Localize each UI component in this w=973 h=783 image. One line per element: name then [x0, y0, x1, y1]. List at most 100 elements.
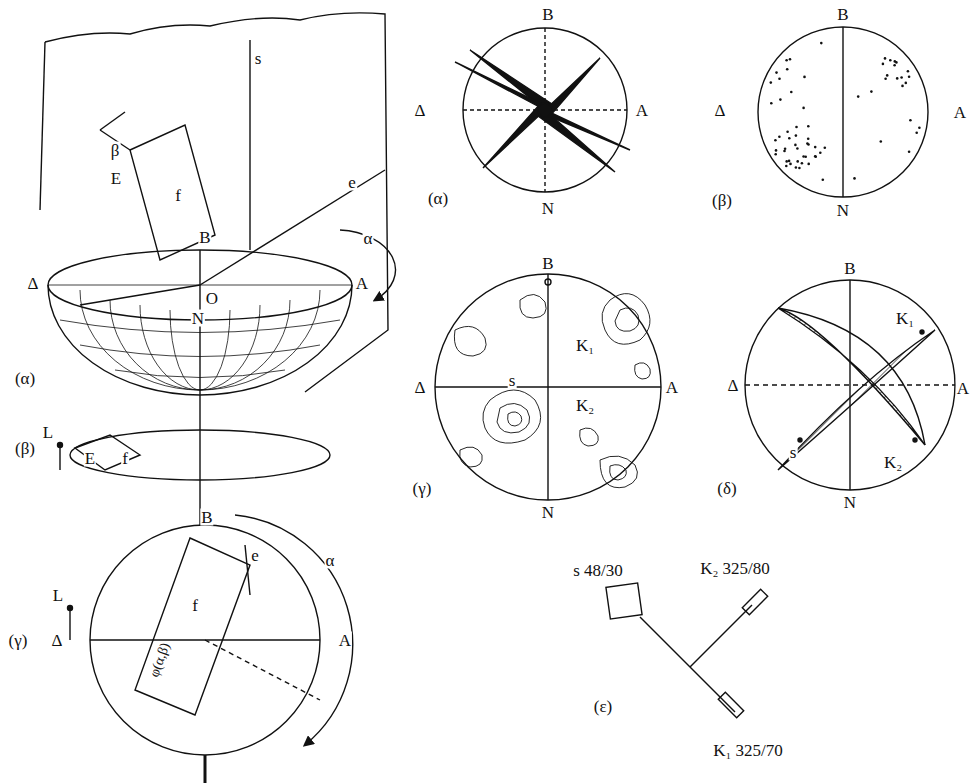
- pole-dot: [824, 146, 827, 149]
- figure-label: (γ): [8, 632, 29, 649]
- figure-label: L: [52, 587, 64, 604]
- figure-label: (ε): [593, 698, 613, 715]
- pole-dot: [886, 74, 889, 77]
- pole-dot: [785, 160, 788, 163]
- pole-dot: [882, 63, 885, 66]
- pole-dot: [918, 127, 921, 130]
- figure-label: (α): [427, 190, 449, 207]
- pole-dot: [884, 57, 887, 60]
- pole-dot: [889, 59, 892, 62]
- figure-label: N: [541, 504, 555, 521]
- figure-label: α: [363, 230, 374, 247]
- figure-label: f: [174, 187, 182, 204]
- figure-label: (δ): [716, 480, 737, 497]
- pole-dot: [774, 153, 777, 156]
- figure-label: K₁: [895, 310, 915, 327]
- pole-dot: [807, 163, 810, 166]
- pole-dot: [785, 165, 788, 168]
- pole-dot: [801, 162, 804, 165]
- figure-label: Δ: [714, 102, 727, 119]
- pole-dot: [779, 98, 782, 101]
- figure-label: A: [956, 380, 970, 397]
- pole-dot: [770, 81, 773, 84]
- pole-dot: [908, 76, 911, 79]
- pole-dot: [901, 85, 904, 88]
- pole-dot: [900, 76, 903, 79]
- pole-dot: [870, 90, 873, 93]
- pole-dot: [774, 139, 777, 142]
- figure-label: Δ: [27, 275, 40, 292]
- pole-dot: [784, 148, 787, 151]
- figure-label: s: [508, 372, 517, 389]
- pole-dot: [775, 149, 778, 152]
- figure-label: B: [541, 6, 554, 23]
- figure-label: N: [836, 202, 850, 219]
- figure-label: A: [953, 104, 967, 121]
- figure-label: K₂ 325/80: [699, 560, 771, 577]
- pole-dot: [909, 119, 912, 122]
- pole-dot: [790, 91, 793, 94]
- figure-label: K₂: [883, 454, 903, 471]
- pole-dot: [783, 150, 786, 153]
- pole-dot: [807, 125, 810, 128]
- pole-dot: [893, 64, 896, 67]
- pole-dot: [814, 146, 817, 149]
- pole-dot: [796, 147, 799, 150]
- pole-dot: [807, 138, 810, 141]
- figure-label: s: [789, 444, 798, 461]
- pole-dot: [798, 167, 801, 170]
- pole-dot: [796, 160, 799, 163]
- pole-dot: [819, 152, 822, 155]
- figure-label: Δ: [727, 377, 740, 394]
- pole-dot: [788, 137, 791, 140]
- pole-dot: [795, 134, 798, 137]
- pole-dot: [786, 131, 789, 134]
- pole-dot: [884, 78, 887, 81]
- figure-label: K₁ 325/70: [712, 742, 784, 759]
- figure-label: (β): [14, 440, 36, 457]
- pole-dot: [907, 70, 910, 73]
- figure-label: B: [200, 509, 213, 526]
- figure-label: s: [254, 50, 263, 67]
- figure-label: N: [191, 310, 205, 327]
- figure-label: (α): [14, 370, 36, 387]
- pole-dot: [795, 166, 798, 169]
- figure-label: e: [250, 547, 260, 564]
- pole-dot: [795, 126, 798, 129]
- pole-dot: [803, 76, 806, 79]
- figure-label: N: [843, 494, 857, 511]
- pole-dot: [785, 59, 788, 62]
- pole-dot: [915, 132, 918, 135]
- pole-dot: [775, 71, 778, 74]
- figure-label: f: [191, 597, 199, 614]
- figure-label: E: [84, 450, 96, 467]
- pole-dot: [894, 60, 897, 63]
- figure-label: A: [665, 379, 679, 396]
- pole-dot: [786, 68, 789, 71]
- figure-label: K₂: [575, 397, 595, 414]
- pole-dot: [794, 144, 797, 147]
- figure-label: Δ: [414, 379, 427, 396]
- pole-dot: [814, 155, 817, 158]
- figure-label: B: [198, 229, 211, 246]
- pole-dot: [778, 135, 781, 138]
- figure-label: e: [347, 174, 357, 191]
- figure-label: (β): [711, 192, 733, 209]
- figure-label: Δ: [414, 102, 427, 119]
- pole-dot: [789, 58, 792, 61]
- pole-dot: [788, 160, 791, 163]
- pole-dot: [770, 102, 773, 105]
- pole-dot: [778, 77, 781, 80]
- pole-dot: [814, 155, 817, 158]
- figure-label: β: [110, 142, 121, 159]
- figure-label: A: [635, 102, 649, 119]
- figure-label: K₁: [575, 337, 595, 354]
- pole-dot: [880, 140, 883, 143]
- figure-label: f: [121, 450, 129, 467]
- pole-dot: [807, 143, 810, 146]
- pole-dot: [802, 155, 805, 158]
- pole-dot: [822, 178, 825, 181]
- pole-dot: [789, 163, 792, 166]
- pole-dot: [802, 107, 805, 110]
